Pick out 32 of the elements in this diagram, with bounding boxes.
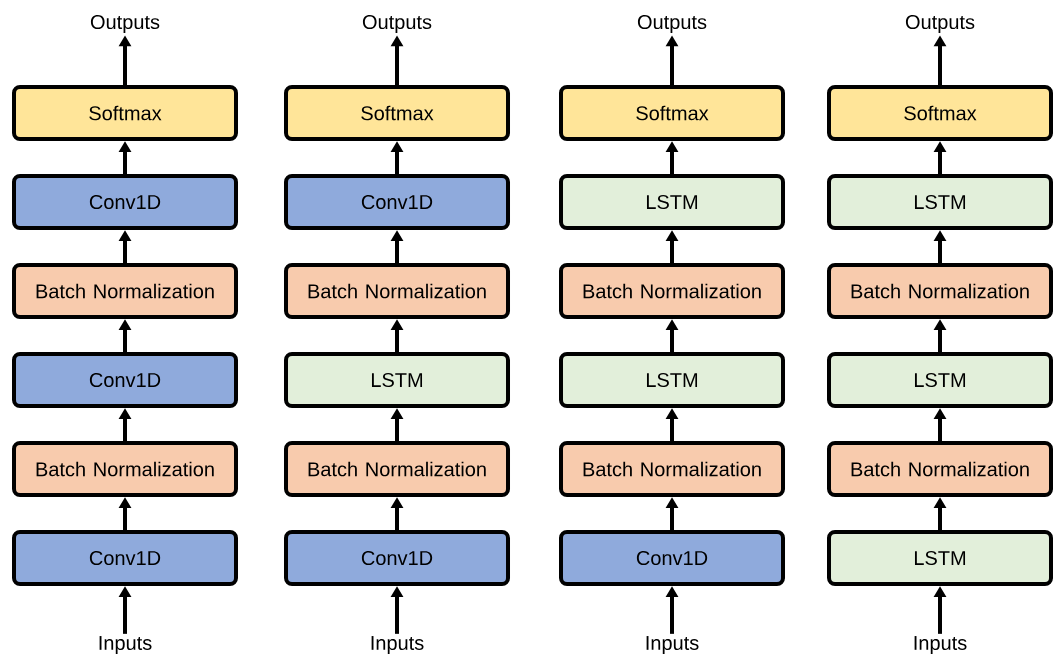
- io-label: Inputs: [99, 636, 152, 654]
- layer-box: Conv1D: [284, 530, 510, 586]
- layer-box: Batch Normalization: [284, 263, 510, 319]
- layer-box: Batch Normalization: [827, 263, 1053, 319]
- io-label: Inputs: [914, 636, 967, 654]
- io-label: Outputs: [637, 14, 707, 34]
- layer-box: Batch Normalization: [559, 263, 785, 319]
- layer-box: LSTM: [827, 530, 1053, 586]
- layer-box: LSTM: [559, 174, 785, 230]
- io-label: Outputs: [362, 14, 432, 34]
- layer-box: Softmax: [559, 85, 785, 141]
- layer-box: Softmax: [284, 85, 510, 141]
- layer-box: Conv1D: [284, 174, 510, 230]
- layer-box: Softmax: [12, 85, 238, 141]
- layer-box: LSTM: [827, 352, 1053, 408]
- layer-box: Batch Normalization: [12, 263, 238, 319]
- layer-box: Conv1D: [12, 174, 238, 230]
- layer-box: Softmax: [827, 85, 1053, 141]
- layer-box: Conv1D: [12, 530, 238, 586]
- layer-box: LSTM: [284, 352, 510, 408]
- layer-box: Conv1D: [12, 352, 238, 408]
- layer-box: Batch Normalization: [284, 441, 510, 497]
- io-label: Inputs: [371, 636, 424, 654]
- layer-box: LSTM: [559, 352, 785, 408]
- layer-box: Batch Normalization: [559, 441, 785, 497]
- io-label: Inputs: [646, 636, 699, 654]
- layer-box: Conv1D: [559, 530, 785, 586]
- io-label: Outputs: [90, 14, 160, 34]
- layer-box: Batch Normalization: [12, 441, 238, 497]
- layer-box: LSTM: [827, 174, 1053, 230]
- io-label: Outputs: [905, 14, 975, 34]
- layer-box: Batch Normalization: [827, 441, 1053, 497]
